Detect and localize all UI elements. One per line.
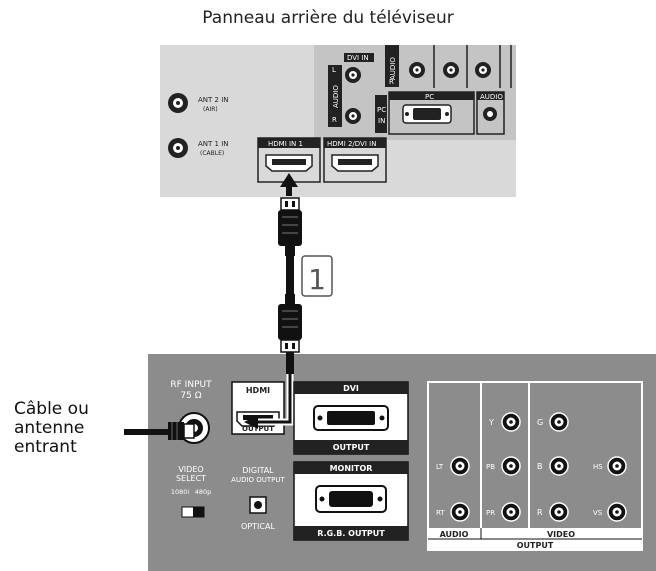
upper-plug-body bbox=[278, 210, 302, 246]
tv-rear-panel: ANT 2 IN (AIR) ANT 1 IN (CABLE) AUDIO L … bbox=[160, 45, 516, 197]
optical-label: OPTICAL bbox=[241, 522, 275, 531]
pr-label: PR bbox=[486, 509, 495, 517]
antenna-cable bbox=[124, 422, 195, 440]
hdmi-output-label: OUTPUT bbox=[242, 425, 274, 433]
rf-input-label: RF INPUT bbox=[170, 380, 212, 390]
pc-audio-label-bg bbox=[477, 92, 504, 100]
res-480-label: 480p bbox=[195, 488, 212, 496]
rf-input-ohm: 75 Ω bbox=[180, 391, 201, 401]
pc-in-strip bbox=[375, 95, 387, 133]
pb-label: PB bbox=[486, 463, 495, 471]
lt-label: LT bbox=[436, 463, 444, 471]
analog-audio-label: AUDIO bbox=[440, 530, 469, 539]
video-select-switch[interactable] bbox=[181, 506, 205, 518]
audio-strip-2 bbox=[385, 45, 399, 87]
res-1080-label: 1080i bbox=[171, 488, 190, 496]
hdmi2-label: HDMI 2/DVI IN bbox=[327, 140, 376, 148]
top-jack-3 bbox=[475, 62, 491, 78]
analog-output-label: OUTPUT bbox=[517, 541, 554, 550]
pc-audio-label: AUDIO bbox=[480, 93, 503, 101]
b-label: B bbox=[537, 462, 543, 471]
dvi-output-port bbox=[313, 405, 389, 431]
pc-audio-jack bbox=[483, 107, 497, 121]
step-number-box bbox=[301, 255, 333, 297]
jack-lt bbox=[450, 456, 470, 476]
hdmi2-label-bg bbox=[324, 138, 386, 148]
audio-l-label: L bbox=[332, 66, 336, 74]
jack-pr bbox=[501, 502, 521, 522]
ant1-label: ANT 1 IN bbox=[198, 140, 229, 148]
lower-plug-body bbox=[278, 304, 302, 340]
audio-r-label: R bbox=[332, 116, 337, 124]
jack-rt bbox=[450, 502, 470, 522]
hdmi2-port bbox=[331, 154, 379, 172]
dvi-title: DVI bbox=[343, 384, 359, 393]
pc-label: PC bbox=[425, 93, 434, 101]
video-select-label-2: SELECT bbox=[176, 474, 206, 483]
dvi-output-label: OUTPUT bbox=[333, 443, 370, 452]
hdmi1-label: HDMI IN 1 bbox=[268, 140, 303, 148]
diagram-title: Panneau arrière du téléviseur bbox=[202, 8, 454, 28]
audio-strip-2-label: AUDIO bbox=[389, 57, 397, 80]
jack-b bbox=[549, 456, 569, 476]
step-number: 1 bbox=[308, 263, 326, 296]
pc-vga-port bbox=[402, 104, 452, 124]
audio-vertical-label: AUDIO bbox=[332, 85, 340, 108]
digital-audio-label-1: DIGITAL bbox=[242, 466, 274, 475]
dvi-in-label: DVI IN bbox=[347, 54, 369, 62]
jack-g bbox=[549, 412, 569, 432]
dvi-in-label-bg bbox=[344, 53, 374, 62]
rgb-output-port bbox=[315, 485, 387, 513]
y-label: Y bbox=[488, 418, 494, 427]
hdmi1-label-bg bbox=[258, 138, 320, 148]
top-jack-1 bbox=[409, 62, 425, 78]
pc-in-label-1: PC bbox=[377, 106, 386, 114]
ant1-sublabel: (CABLE) bbox=[200, 150, 224, 157]
jack-pb bbox=[501, 456, 521, 476]
jack-y bbox=[501, 412, 521, 432]
ant2-sublabel: (AIR) bbox=[203, 106, 218, 113]
vs-label: VS bbox=[593, 509, 603, 517]
ant1-jack bbox=[168, 138, 188, 158]
dvi-audio-l-jack bbox=[345, 67, 361, 83]
audio-strip-2-r-label: R bbox=[389, 78, 394, 86]
hdmi1-port bbox=[265, 154, 313, 172]
cable-antenna-label: Câble ou antenne entrant bbox=[14, 399, 89, 457]
dvi-title-bg bbox=[294, 382, 408, 394]
pc-label-bg bbox=[389, 92, 474, 100]
optical-port bbox=[249, 496, 267, 514]
rt-label: RT bbox=[436, 509, 445, 517]
digital-audio-label-2: AUDIO OUTPUT bbox=[231, 476, 285, 484]
upper-plug-tip bbox=[280, 197, 300, 211]
device-rear-panel: RF INPUT 75 Ω VIDEO SELECT 1080i 480p HD… bbox=[124, 352, 656, 571]
video-select-label-1: VIDEO bbox=[178, 465, 203, 474]
g-label: G bbox=[537, 418, 543, 427]
hdmi-output-title: HDMI bbox=[246, 386, 270, 395]
arrow-to-device bbox=[244, 415, 258, 429]
arrow-to-tv bbox=[280, 173, 298, 196]
ant2-jack bbox=[168, 93, 188, 113]
jack-r bbox=[549, 502, 569, 522]
lower-plug-tip bbox=[280, 339, 300, 353]
top-jack-2 bbox=[443, 62, 459, 78]
r-label: R bbox=[537, 508, 543, 517]
hdmi-cable bbox=[278, 173, 302, 353]
hs-label: HS bbox=[593, 463, 603, 471]
dvi-audio-r-jack bbox=[345, 108, 361, 124]
cable-cord bbox=[286, 256, 294, 294]
pc-in-label-2: IN bbox=[378, 117, 385, 125]
jack-vs bbox=[607, 502, 627, 522]
jack-hs bbox=[607, 456, 627, 476]
rgb-output-label: R.G.B. OUTPUT bbox=[317, 529, 385, 538]
analog-video-label: VIDEO bbox=[547, 530, 575, 539]
audio-vertical-strip bbox=[328, 65, 342, 127]
monitor-title: MONITOR bbox=[330, 464, 373, 473]
ant2-label: ANT 2 IN bbox=[198, 96, 229, 104]
